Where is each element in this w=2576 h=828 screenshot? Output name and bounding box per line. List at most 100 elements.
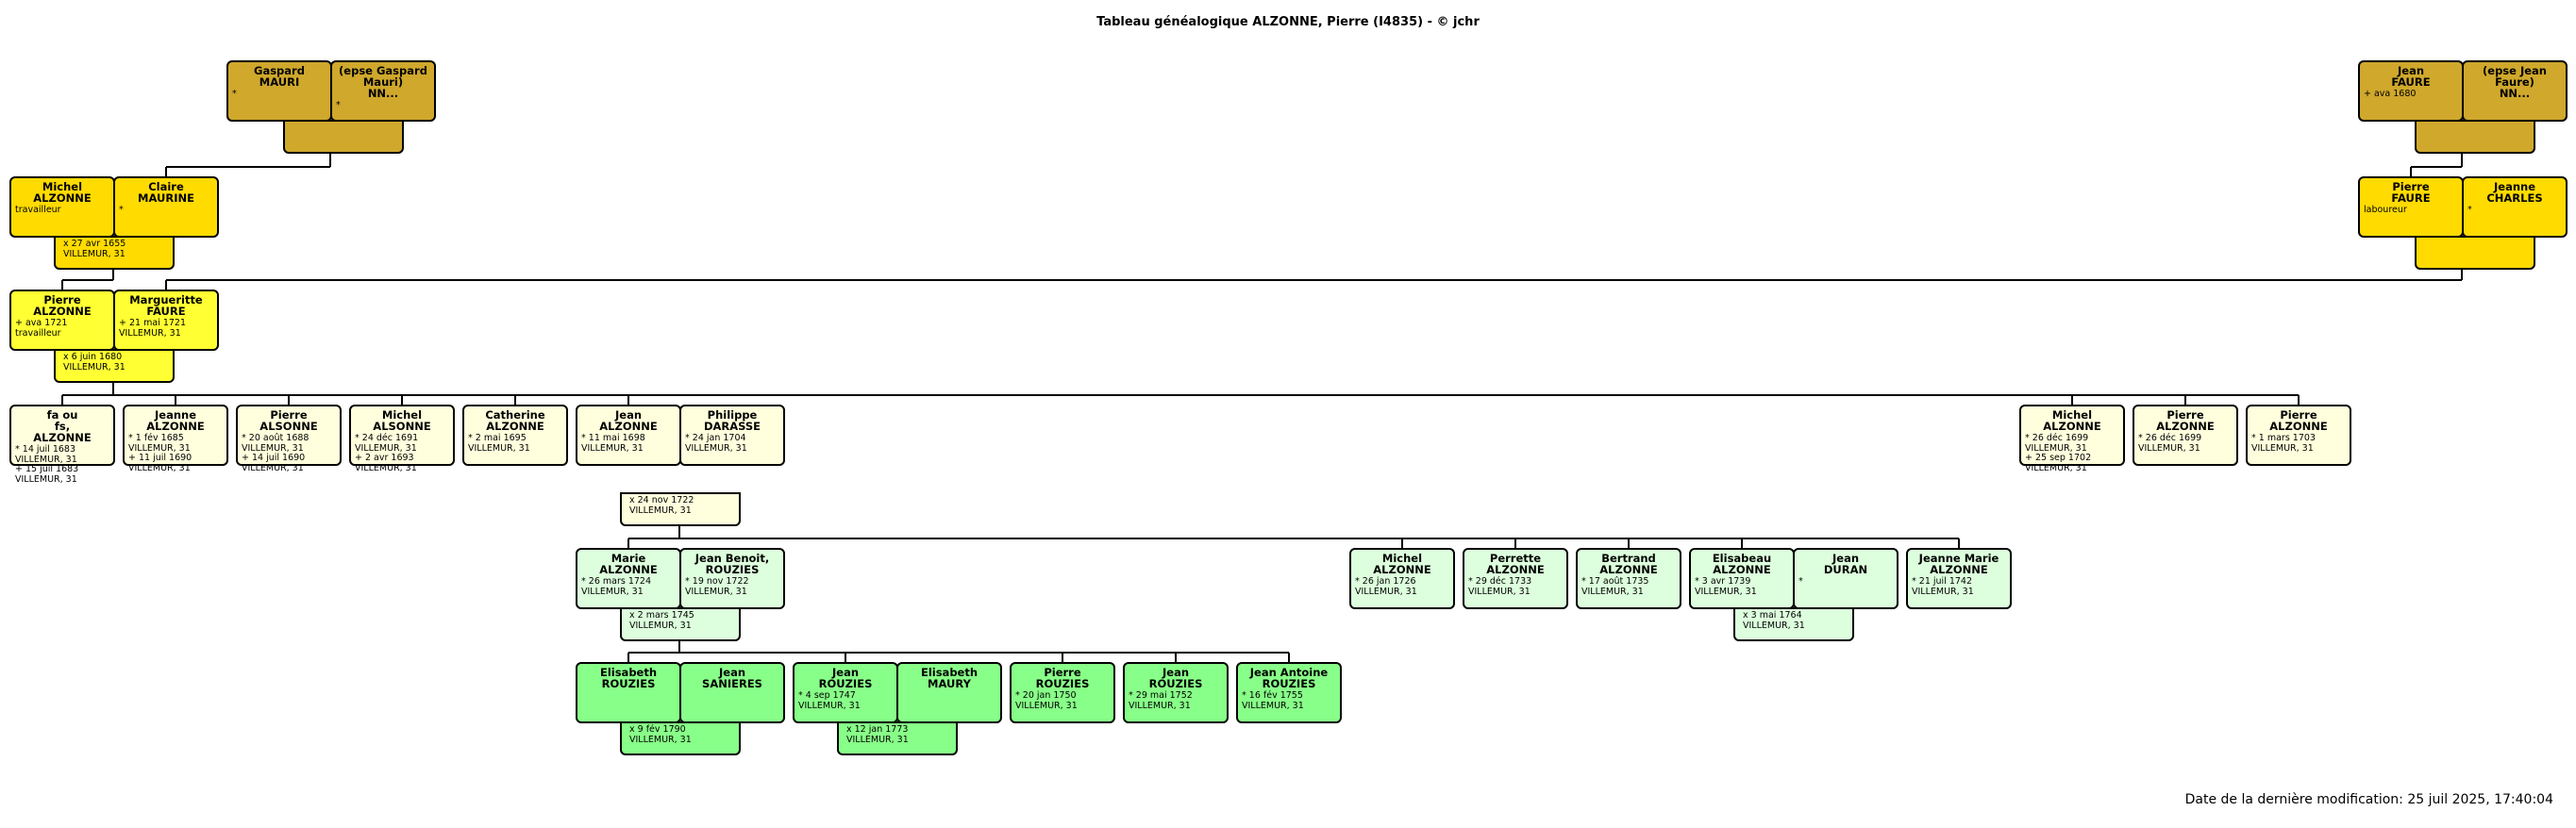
person-name: Margueritte FAURE <box>129 293 203 318</box>
person-name: Jean ROUZIES <box>818 666 873 690</box>
person-box-pierre-alzonne-s1[interactable]: Pierre ALZONNE* 26 déc 1699 VILLEMUR, 31 <box>2133 405 2238 466</box>
person-name: Catherine ALZONNE <box>485 408 545 433</box>
person-details: + ava 1680 <box>2364 89 2417 99</box>
union-box-u-faure-charles[interactable] <box>2415 236 2535 270</box>
person-box-perrette-alzonne[interactable]: Perrette ALZONNE* 29 déc 1733 VILLEMUR, … <box>1463 548 1568 609</box>
person-details: * 14 juil 1683 VILLEMUR, 31 + 15 juil 16… <box>15 444 79 485</box>
person-box-jeanne-marie-alzonne[interactable]: Jeanne Marie ALZONNE* 21 juil 1742 VILLE… <box>1906 548 2012 609</box>
person-name: Marie ALZONNE <box>599 552 658 576</box>
person-box-jean-alzonne[interactable]: Jean ALZONNE* 11 mai 1698 VILLEMUR, 31 <box>576 405 681 466</box>
union-box-u-mauri[interactable] <box>283 120 404 154</box>
person-name: Pierre ALSONNE <box>259 408 318 433</box>
person-box-jean-rouzies[interactable]: Jean ROUZIES* 4 sep 1747 VILLEMUR, 31 <box>793 662 898 723</box>
person-details: travailleur <box>15 205 61 215</box>
person-name: Michel ALZONNE <box>33 180 92 205</box>
person-box-elisabeau-alzonne[interactable]: Elisabeau ALZONNE* 3 avr 1739 VILLEMUR, … <box>1689 548 1795 609</box>
person-box-claire-maurine[interactable]: Claire MAURINE * <box>113 176 219 238</box>
person-name: Perrette ALZONNE <box>1486 552 1545 576</box>
person-box-jean-duran[interactable]: Jean DURAN* <box>1793 548 1899 609</box>
person-box-jeanne-charles[interactable]: Jeanne CHARLES* <box>2462 176 2568 238</box>
person-details: * <box>232 89 237 99</box>
last-modified: Date de la dernière modification: 25 jui… <box>2184 792 2553 807</box>
person-box-marie-alzonne[interactable]: Marie ALZONNE* 26 mars 1724 VILLEMUR, 31 <box>576 548 681 609</box>
union-box-u-parents[interactable]: x 6 juin 1680 VILLEMUR, 31 <box>54 349 175 383</box>
person-box-jean-benoit-rouzies[interactable]: Jean Benoit, ROUZIES* 19 nov 1722 VILLEM… <box>679 548 785 609</box>
person-details: * <box>119 205 124 215</box>
union-text: x 2 mars 1745 VILLEMUR, 31 <box>629 610 694 631</box>
person-details: * 17 août 1735 VILLEMUR, 31 <box>1581 576 1649 597</box>
person-details: * 3 avr 1739 VILLEMUR, 31 <box>1695 576 1757 597</box>
person-name: Pierre ALZONNE <box>2156 408 2215 433</box>
person-box-epse-jean[interactable]: (epse Jean Faure) NN... <box>2462 60 2568 122</box>
person-box-jean-faure[interactable]: Jean FAURE+ ava 1680 <box>2358 60 2464 122</box>
person-box-jeanne-alzonne[interactable]: Jeanne ALZONNE* 1 fév 1685 VILLEMUR, 31 … <box>123 405 228 472</box>
person-name: Pierre ROUZIES <box>1035 666 1090 690</box>
person-box-michel-alzonne-s[interactable]: Michel ALZONNE* 26 déc 1699 VILLEMUR, 31… <box>2019 405 2125 472</box>
person-name: Elisabeth ROUZIES <box>599 666 658 690</box>
person-box-pierre-alzonne-s2[interactable]: Pierre ALZONNE* 1 mars 1703 VILLEMUR, 31 <box>2246 405 2351 466</box>
person-box-margueritte-faure[interactable]: Margueritte FAURE+ 21 mai 1721 VILLEMUR,… <box>113 290 219 351</box>
person-box-michel-alsonne[interactable]: Michel ALSONNE* 24 déc 1691 VILLEMUR, 31… <box>349 405 455 472</box>
person-details: * 24 déc 1691 VILLEMUR, 31 + 2 avr 1693 … <box>355 433 419 473</box>
person-box-pierre-alsonne[interactable]: Pierre ALSONNE* 20 août 1688 VILLEMUR, 3… <box>236 405 342 472</box>
person-name: (epse Gaspard Mauri) NN... <box>339 64 427 100</box>
person-details: * 16 fév 1755 VILLEMUR, 31 <box>1242 690 1304 711</box>
person-name: Jean SANIERES <box>702 666 762 690</box>
person-box-catherine-alzonne[interactable]: Catherine ALZONNE* 2 mai 1695 VILLEMUR, … <box>462 405 568 466</box>
person-name: Elisabeth MAURY <box>920 666 979 690</box>
person-box-fa-ou-fs[interactable]: fa ou fs, ALZONNE* 14 juil 1683 VILLEMUR… <box>9 405 115 484</box>
person-details: * 4 sep 1747 VILLEMUR, 31 <box>798 690 861 711</box>
person-name: Elisabeau ALZONNE <box>1712 552 1772 576</box>
person-box-jean-antoine-rouzies[interactable]: Jean Antoine ROUZIES* 16 fév 1755 VILLEM… <box>1236 662 1342 723</box>
person-details: * 29 mai 1752 VILLEMUR, 31 <box>1129 690 1193 711</box>
person-box-pierre-rouzies[interactable]: Pierre ROUZIES* 20 jan 1750 VILLEMUR, 31 <box>1010 662 1115 723</box>
person-box-jean-rouzies-2[interactable]: Jean ROUZIES* 29 mai 1752 VILLEMUR, 31 <box>1123 662 1229 723</box>
person-box-elisabeth-rouzies[interactable]: Elisabeth ROUZIES <box>576 662 681 723</box>
union-box-u-elisabeth-jean[interactable]: x 9 fév 1790 VILLEMUR, 31 <box>620 721 741 755</box>
person-box-epse-gaspard[interactable]: (epse Gaspard Mauri) NN...* <box>330 60 436 122</box>
person-name: Michel ALZONNE <box>1373 552 1431 576</box>
person-details: * 20 août 1688 VILLEMUR, 31 + 14 juil 16… <box>242 433 309 473</box>
person-box-michel-alzonne-c[interactable]: Michel ALZONNE* 26 jan 1726 VILLEMUR, 31 <box>1349 548 1455 609</box>
union-text: x 24 nov 1722 VILLEMUR, 31 <box>629 495 694 516</box>
union-box-u-marie-jeanbenoit[interactable]: x 2 mars 1745 VILLEMUR, 31 <box>620 607 741 641</box>
union-box-u-alzonne-maurine[interactable]: x 27 avr 1655 VILLEMUR, 31 <box>54 236 175 270</box>
person-name: Claire MAURINE <box>138 180 194 205</box>
person-name: Jean DURAN <box>1823 552 1868 576</box>
person-name: (epse Jean Faure) NN... <box>2483 64 2547 100</box>
page-title: Tableau généalogique ALZONNE, Pierre (I4… <box>1096 15 1480 29</box>
person-details: * 1 fév 1685 VILLEMUR, 31 + 11 juil 1690… <box>128 433 192 473</box>
person-box-philippe-darasse[interactable]: Philippe DARASSE* 24 jan 1704 VILLEMUR, … <box>679 405 785 466</box>
union-box-u-jean-philippe[interactable]: x 24 nov 1722 VILLEMUR, 31 <box>620 492 741 526</box>
person-name: Gaspard MAURI <box>254 64 305 89</box>
person-box-pierre-alzonne-p[interactable]: Pierre ALZONNE+ ava 1721 travailleur <box>9 290 115 351</box>
person-name: Philippe DARASSE <box>703 408 761 433</box>
person-details: * 29 déc 1733 VILLEMUR, 31 <box>1468 576 1532 597</box>
person-name: Pierre ALZONNE <box>2269 408 2328 433</box>
person-details: * 24 jan 1704 VILLEMUR, 31 <box>685 433 747 454</box>
person-name: Jeanne Marie ALZONNE <box>1918 552 1999 576</box>
person-details: * 2 mai 1695 VILLEMUR, 31 <box>468 433 530 454</box>
person-box-elisabeth-maury[interactable]: Elisabeth MAURY <box>896 662 1002 723</box>
union-box-u-faure-ggp[interactable] <box>2415 120 2535 154</box>
person-name: Jean ROUZIES <box>1148 666 1203 690</box>
person-name: Jean Antoine ROUZIES <box>1249 666 1329 690</box>
union-box-u-elisabeau-duran[interactable]: x 3 mai 1764 VILLEMUR, 31 <box>1733 607 1854 641</box>
union-text: x 12 jan 1773 VILLEMUR, 31 <box>846 724 909 745</box>
union-box-u-jean-elisabeth[interactable]: x 12 jan 1773 VILLEMUR, 31 <box>837 721 958 755</box>
person-name: Jean Benoit, ROUZIES <box>694 552 770 576</box>
person-details: * 26 déc 1699 VILLEMUR, 31 <box>2138 433 2202 454</box>
person-name: Jean FAURE <box>2391 64 2431 89</box>
person-box-bertrand-alzonne[interactable]: Bertrand ALZONNE* 17 août 1735 VILLEMUR,… <box>1576 548 1681 609</box>
person-box-jean-sanieres[interactable]: Jean SANIERES <box>679 662 785 723</box>
person-name: Michel ALSONNE <box>373 408 431 433</box>
person-box-gaspard-mauri[interactable]: Gaspard MAURI * <box>226 60 332 122</box>
person-details: * 26 jan 1726 VILLEMUR, 31 <box>1355 576 1417 597</box>
union-text: x 6 juin 1680 VILLEMUR, 31 <box>63 352 125 373</box>
union-text: x 27 avr 1655 VILLEMUR, 31 <box>63 239 126 259</box>
person-details: * 11 mai 1698 VILLEMUR, 31 <box>581 433 645 454</box>
union-text: x 3 mai 1764 VILLEMUR, 31 <box>1743 610 1805 631</box>
